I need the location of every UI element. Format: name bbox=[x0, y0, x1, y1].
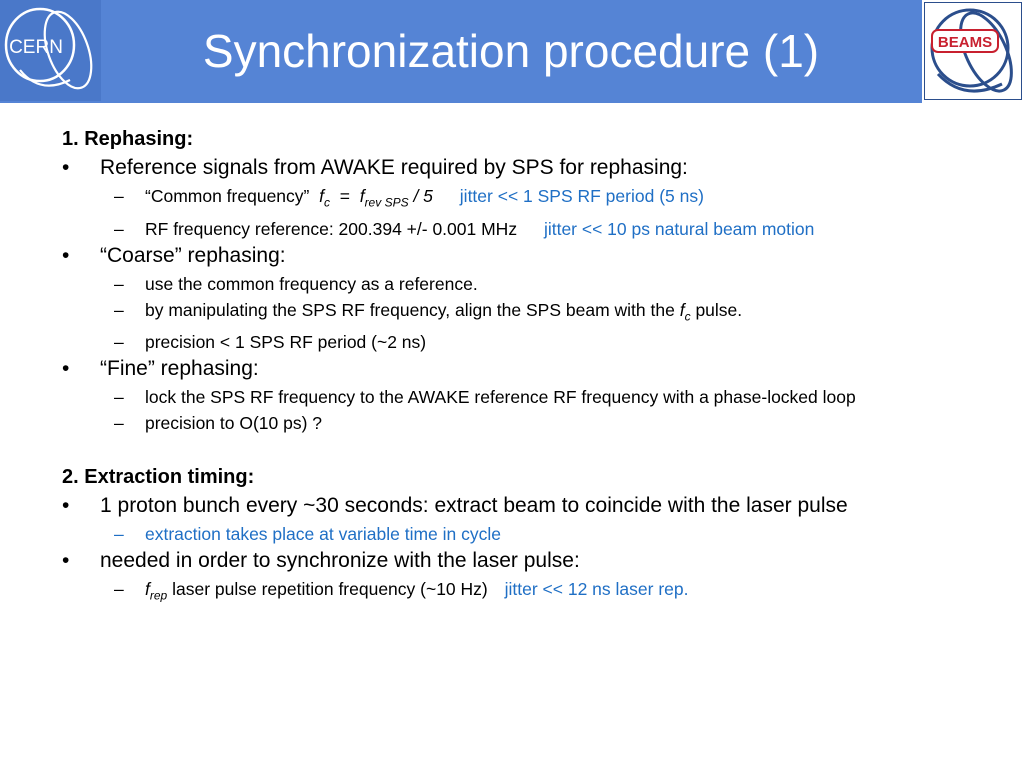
dash-marker: – bbox=[114, 299, 124, 320]
slide-title: Synchronization procedure (1) bbox=[202, 25, 820, 77]
dash-marker: – bbox=[114, 218, 124, 239]
bullet-coarse-rephasing: • “Coarse” rephasing: bbox=[62, 243, 962, 269]
section-heading-rephasing: 1. Rephasing: bbox=[62, 128, 194, 150]
bullet-text: Reference signals from AWAKE required by… bbox=[100, 156, 688, 179]
fc-symbol: fc bbox=[679, 299, 691, 324]
sub-bullet-text: by manipulating the SPS RF frequency, al… bbox=[145, 299, 675, 320]
title-band bbox=[0, 0, 922, 103]
sub-bullet-text: lock the SPS RF frequency to the AWAKE r… bbox=[145, 387, 856, 407]
section-spacer bbox=[62, 434, 962, 464]
sub-bullet-common-reference: – use the common frequency as a referenc… bbox=[62, 273, 925, 295]
sub-bullet-coarse-precision: – precision < 1 SPS RF period (~2 ns) bbox=[62, 331, 925, 353]
bullet-marker: • bbox=[62, 549, 70, 572]
sub-bullet-rf-reference: – RF frequency reference: 200.394 +/- 0.… bbox=[62, 218, 925, 240]
sub-bullet-variable-time: – extraction takes place at variable tim… bbox=[62, 523, 925, 545]
bullet-text: needed in order to synchronize with the … bbox=[100, 549, 580, 572]
bullet-text: “Fine” rephasing: bbox=[100, 357, 259, 380]
dash-marker: – bbox=[114, 387, 124, 407]
cern-logo-text: CERN bbox=[9, 37, 63, 58]
bullet-text: 1 proton bunch every ~30 seconds: extrac… bbox=[100, 494, 848, 517]
sub-bullet-text-end: pulse. bbox=[695, 299, 743, 320]
sub-bullet-text: RF frequency reference: 200.394 +/- 0.00… bbox=[145, 218, 518, 239]
dash-marker: – bbox=[114, 579, 124, 599]
jitter-note: jitter << 1 SPS RF period (5 ns) bbox=[459, 186, 704, 206]
bullet-marker: • bbox=[62, 243, 70, 267]
bullet-synchronize-laser: • needed in order to synchronize with th… bbox=[62, 548, 962, 574]
sub-bullet-common-frequency: – “Common frequency” fc = frev SPS / 5 j… bbox=[62, 185, 925, 214]
cern-logo-icon: CERN bbox=[0, 0, 101, 101]
sub-bullet-fine-precision: – precision to O(10 ps) ? bbox=[62, 412, 925, 434]
bullet-marker: • bbox=[62, 156, 70, 179]
bullet-marker: • bbox=[62, 357, 70, 380]
bullet-proton-bunch: • 1 proton bunch every ~30 seconds: extr… bbox=[62, 493, 962, 519]
sub-bullet-text: precision to O(10 ps) ? bbox=[145, 413, 323, 433]
sub-bullet-text: precision < 1 SPS RF period (~2 ns) bbox=[145, 332, 427, 352]
dash-marker: – bbox=[114, 273, 124, 294]
sub-bullet-text: laser pulse repetition frequency (~10 Hz… bbox=[172, 579, 488, 599]
bullet-reference-signals: • Reference signals from AWAKE required … bbox=[62, 155, 962, 181]
equals-sign: = bbox=[339, 186, 350, 206]
fc-symbol: fc bbox=[319, 186, 330, 210]
sub-bullet-text: “Common frequency” bbox=[145, 186, 310, 206]
bullet-fine-rephasing: • “Fine” rephasing: bbox=[62, 356, 962, 382]
beams-logo-icon: BEAMS bbox=[924, 2, 1022, 100]
divide-by-five: / 5 bbox=[413, 186, 433, 206]
section-heading-extraction-timing: 2. Extraction timing: bbox=[62, 466, 255, 488]
slide-body: 1. Rephasing: • Reference signals from A… bbox=[62, 126, 962, 607]
slide-header: CERN Synchronization procedure (1) BEAMS bbox=[0, 0, 1024, 103]
sub-bullet-text: extraction takes place at variable time … bbox=[145, 524, 501, 544]
beams-logo-text: BEAMS bbox=[938, 34, 992, 51]
sub-bullet-laser-repetition: – frep laser pulse repetition frequency … bbox=[62, 578, 925, 607]
dash-marker: – bbox=[114, 413, 124, 433]
jitter-note: jitter << 10 ps natural beam motion bbox=[543, 218, 815, 239]
sub-bullet-text: use the common frequency as a reference. bbox=[145, 273, 478, 294]
bullet-marker: • bbox=[62, 494, 70, 517]
dash-marker: – bbox=[114, 186, 124, 206]
dash-marker: – bbox=[114, 524, 124, 544]
jitter-note: jitter << 12 ns laser rep. bbox=[504, 579, 689, 599]
sub-bullet-align-beam: – by manipulating the SPS RF frequency, … bbox=[62, 299, 925, 328]
dash-marker: – bbox=[114, 332, 124, 352]
sub-bullet-phase-locked-loop: – lock the SPS RF frequency to the AWAKE… bbox=[62, 386, 925, 408]
frev-symbol: frev SPS bbox=[359, 186, 409, 210]
bullet-text: “Coarse” rephasing: bbox=[100, 243, 286, 267]
frep-symbol: frep bbox=[145, 579, 168, 603]
